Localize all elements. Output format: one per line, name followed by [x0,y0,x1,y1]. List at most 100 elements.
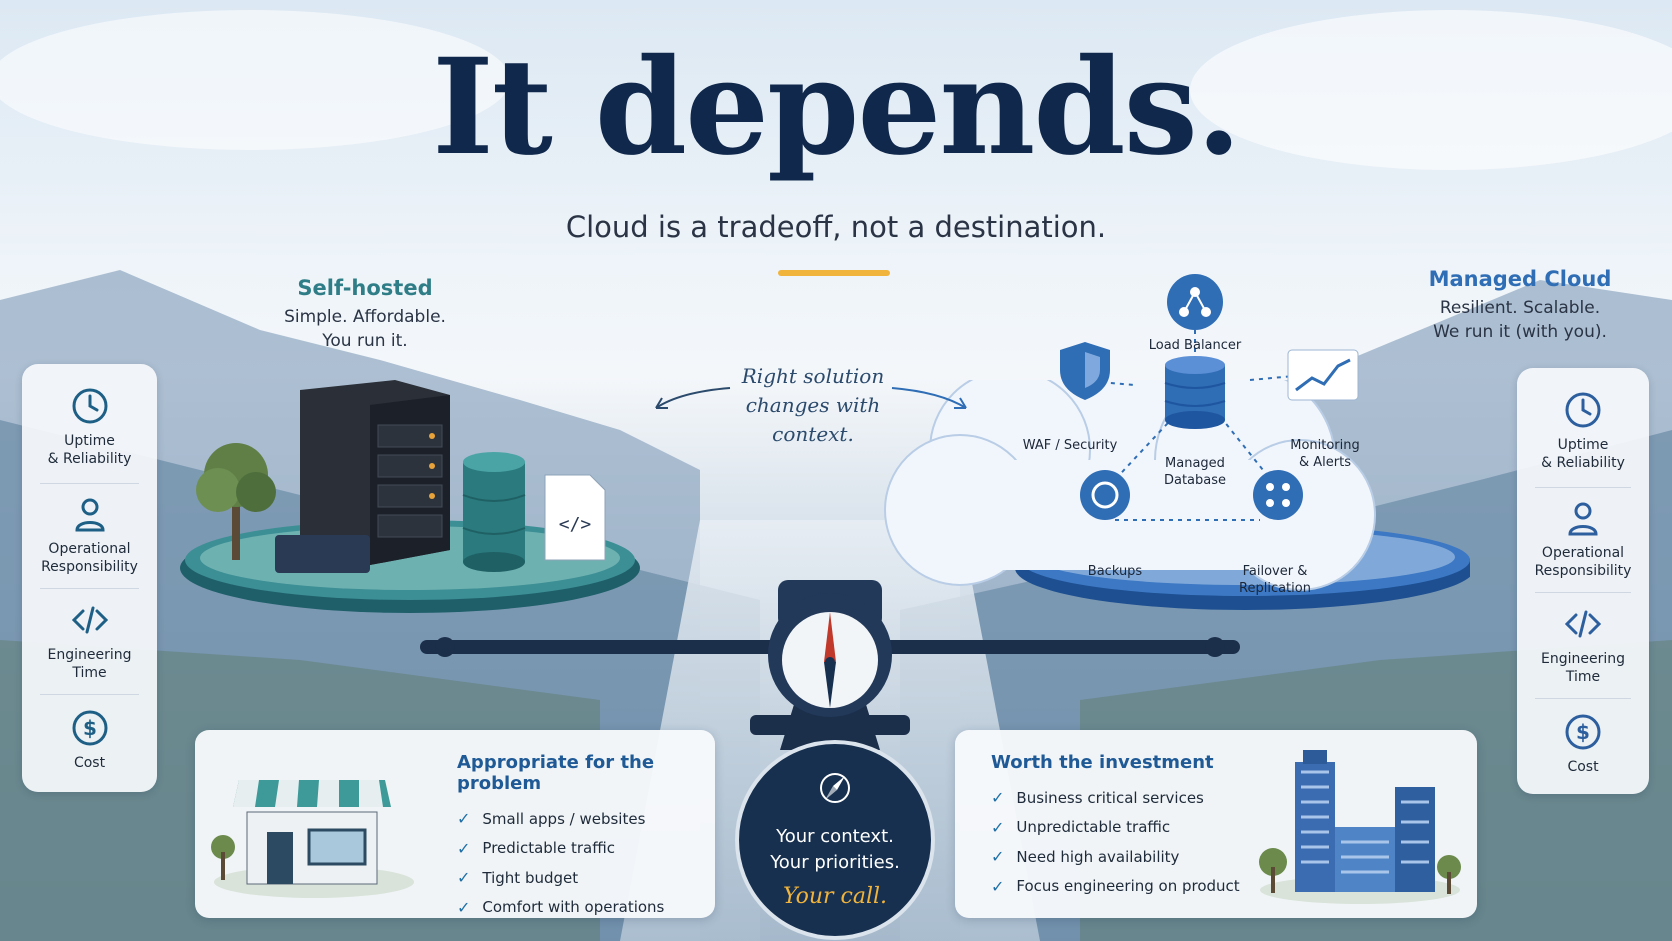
code-icon [71,606,108,634]
backup-icon [1080,470,1130,520]
note-line1: Right solution [741,364,885,388]
metric-cost-label: Cost [1567,759,1599,775]
fail-line2: Replication [1239,580,1311,596]
page-title: It depends. [432,30,1242,185]
compass-icon [820,773,850,803]
divider [40,694,139,695]
list-item-text: Focus engineering on product [1016,877,1240,896]
metric-uptime-line1: Uptime [64,433,115,449]
list-item-text: Unpredictable traffic [1016,818,1171,837]
metric-cost: $ Cost [22,708,157,772]
metric-cost-label: Cost [73,755,106,771]
managed-cloud-card-body: Worth the investment ✓Business critical … [991,752,1251,901]
metric-uptime: Uptime & Reliability [1517,390,1649,472]
check-icon: ✓ [457,897,471,917]
fail-line1: Failover & [1242,564,1308,579]
code-file-icon: </> [544,474,606,561]
monitoring-label: Monitoring& Alerts [1265,438,1385,472]
managed-cloud-header: Managed Cloud Resilient. Scalable. We ru… [1400,267,1640,345]
list-item: ✓Comfort with operations [457,893,707,923]
gauge-icon [768,580,892,717]
db-line2: Database [1163,472,1227,488]
check-icon: ✓ [457,809,471,829]
self-hosted-card-body: Appropriate for the problem ✓Small apps … [457,752,707,922]
divider [1535,592,1631,593]
list-item: ✓ Unpredictable traffic [991,813,1251,843]
person-icon [1568,502,1598,536]
divider [1535,698,1631,699]
accent-underline [778,270,890,276]
divider [40,588,139,589]
metric-uptime-line2: & Reliability [47,451,132,468]
svg-text:$: $ [1576,720,1590,744]
storefront-illustration [211,780,414,898]
list-item: ✓ Focus engineering on product [991,872,1251,902]
dollar-icon: $ [1565,714,1601,750]
check-icon: ✓ [991,817,1005,837]
backups-label: Backups [1087,564,1143,579]
note-arrows [655,387,967,409]
waf-label: WAF / Security [1022,438,1118,453]
load-balancer-label: Load Balancer [1148,338,1242,353]
context-note: Right solution changes with context. [718,362,908,449]
metric-engineering-line2: Time [72,665,107,682]
metric-engineering-line1: Engineering [47,647,132,663]
managed-cloud-card: Worth the investment ✓Business critical … [955,730,1477,918]
list-item-text: Small apps / websites [482,809,646,828]
metric-operational-line2: Responsibility [41,559,138,576]
list-item-text: Predictable traffic [482,839,615,858]
center-line2: Your priorities. [770,852,900,874]
list-item: ✓ Predictable traffic [457,834,707,864]
shield-icon [1060,342,1110,400]
managed-cloud-heading: Managed Cloud [1428,267,1612,291]
list-item-text: Tight budget [482,868,579,887]
metric-engineering-line1: Engineering [1541,651,1625,667]
center-line3: Your call. [782,884,888,910]
metric-engineering-line2: Time [1565,669,1601,686]
metric-operational-line2: Responsibility [1534,563,1632,580]
self-hosted-owner: You run it. [322,330,408,351]
dollar-icon: $ [72,710,107,746]
code-icon [1564,610,1602,638]
right-arrow-icon [891,387,967,409]
database-icon [1164,356,1226,429]
divider [40,483,139,484]
self-hosted-card: Appropriate for the problem ✓Small apps … [195,730,715,918]
check-icon: ✓ [991,876,1005,896]
metric-uptime-line2: & Reliability [1541,455,1625,472]
note-line3: context. [772,422,854,446]
metric-uptime: Uptime & Reliability [22,386,157,468]
self-hosted-criteria-list: ✓ Small apps / websites ✓ Predictable traf… [457,804,707,922]
self-hosted-header: Self-hosted Simple. Affordable. You run … [255,276,475,354]
city-buildings-illustration [1259,750,1461,904]
db-line1: Managed [1165,456,1225,471]
cloud-services-diagram [1060,274,1359,521]
managed-cloud-criteria-list: ✓Business critical services ✓Unpredictab… [991,783,1251,901]
note-line2: changes with [745,393,881,417]
page-subtitle: Cloud is a tradeoff, not a destination. [565,210,1107,244]
clock-icon [1565,392,1601,428]
check-icon: ✓ [457,838,471,858]
center-line1: Your context. [776,826,894,847]
self-hosted-pan: </> [180,380,640,613]
load-balancer-icon [1167,274,1223,330]
monitoring-chart-icon [1287,349,1359,401]
managed-cloud-owner: We run it (with you). [1433,321,1607,342]
failover-icon [1253,470,1303,520]
check-icon: ✓ [457,868,471,888]
mon-line2: & Alerts [1299,454,1351,470]
clock-icon [72,388,107,424]
list-item-text: Need high availability [1016,847,1180,866]
divider [1535,487,1631,488]
svg-text:$: $ [83,716,97,740]
database-icon [462,452,526,572]
self-hosted-tagline: Simple. Affordable. [284,307,446,327]
metric-uptime-line1: Uptime [1557,437,1609,453]
